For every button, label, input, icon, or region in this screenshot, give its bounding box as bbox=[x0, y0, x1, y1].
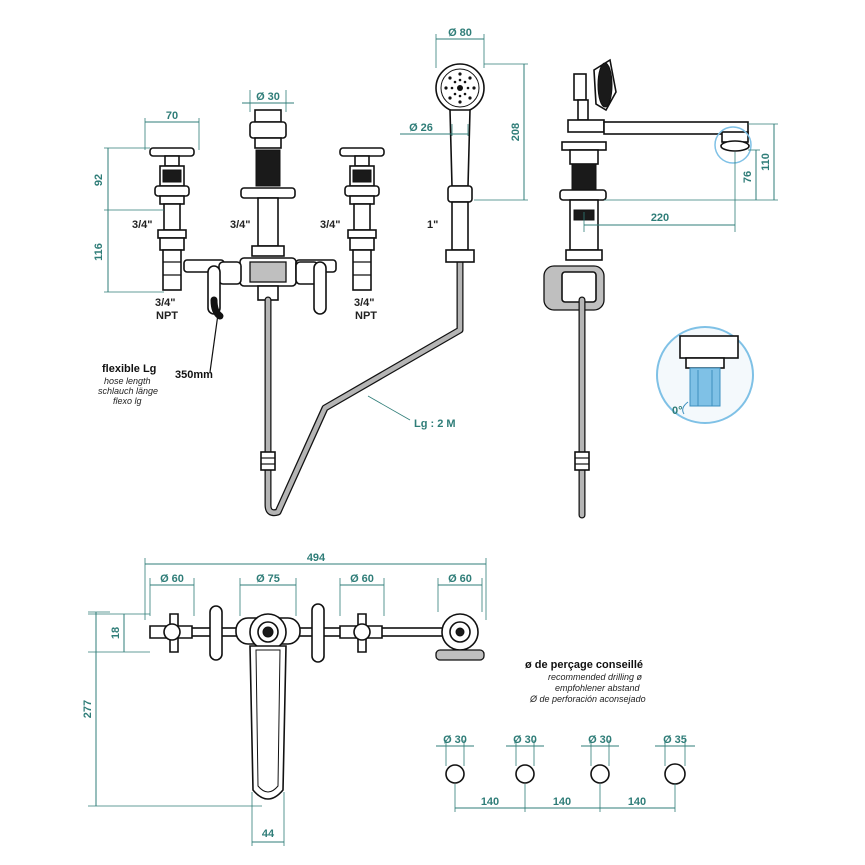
side-elevation: 0° 110 76 220 bbox=[543, 58, 778, 519]
dim-plan-dia-60-b: Ø 60 bbox=[350, 573, 374, 585]
front-elevation: 70 92 116 Ø 30 Ø 80 Ø 26 208 3 bbox=[93, 27, 528, 517]
flexible-hose bbox=[210, 258, 464, 517]
center-diverter bbox=[183, 109, 337, 315]
dim-70: 70 bbox=[166, 110, 178, 122]
label-hose-lg: Lg : 2 M bbox=[414, 418, 456, 430]
flexible-title: flexible Lg bbox=[102, 363, 156, 375]
drilling-de: empfohlener abstand bbox=[555, 683, 641, 693]
label-npt-right: NPT bbox=[355, 310, 377, 322]
label-angle: 0° bbox=[672, 405, 683, 417]
dim-92: 92 bbox=[93, 174, 105, 186]
dim-dia-26: Ø 26 bbox=[409, 122, 433, 134]
plan-spout bbox=[235, 613, 301, 800]
plan-cross-right bbox=[339, 613, 383, 653]
drill-hole-3: Ø 30 bbox=[581, 734, 619, 784]
label-thread-center: 3/4" bbox=[230, 219, 251, 231]
drilling-en: recommended drilling ø bbox=[548, 672, 643, 682]
dim-220: 220 bbox=[651, 212, 669, 224]
drill-dia-4: Ø 35 bbox=[663, 734, 687, 746]
dim-plan-dia-75: Ø 75 bbox=[256, 573, 280, 585]
right-valve bbox=[339, 147, 385, 291]
dim-116: 116 bbox=[93, 243, 105, 261]
front-dimensions: 70 92 116 Ø 30 Ø 80 Ø 26 208 bbox=[93, 27, 528, 293]
label-npt-left: NPT bbox=[156, 310, 178, 322]
drill-hole-4: Ø 35 bbox=[655, 734, 695, 785]
dim-plan-dia-60-a: Ø 60 bbox=[160, 573, 184, 585]
dim-76: 76 bbox=[742, 171, 754, 183]
label-thread-left-top: 3/4" bbox=[132, 219, 153, 231]
drilling-es: Ø de perforación aconsejado bbox=[529, 694, 646, 704]
drill-spacing-3: 140 bbox=[628, 796, 646, 808]
dim-208: 208 bbox=[510, 123, 522, 141]
plan-shower bbox=[435, 613, 485, 661]
drill-spacing-2: 140 bbox=[553, 796, 571, 808]
drill-dia-1: Ø 30 bbox=[443, 734, 467, 746]
dim-18: 18 bbox=[110, 627, 122, 639]
dim-dia-30: Ø 30 bbox=[256, 91, 280, 103]
plan-dimensions: 494 Ø 60 Ø 75 Ø 60 Ø 60 18 277 bbox=[82, 552, 487, 846]
dim-plan-dia-60-c: Ø 60 bbox=[448, 573, 472, 585]
hand-shower bbox=[435, 63, 485, 263]
dim-494: 494 bbox=[307, 552, 326, 564]
spout-detail: 0° bbox=[656, 326, 754, 424]
dim-110: 110 bbox=[760, 153, 772, 171]
plan-view: 494 Ø 60 Ø 75 Ø 60 Ø 60 18 277 bbox=[82, 552, 487, 846]
side-dimensions: 110 76 220 bbox=[583, 123, 778, 232]
label-thread-right-bottom: 3/4" bbox=[354, 297, 375, 309]
left-valve bbox=[149, 147, 195, 291]
flexible-en: hose length bbox=[104, 376, 151, 386]
flexible-es: flexo lg bbox=[113, 396, 142, 406]
drill-hole-2: Ø 30 bbox=[506, 734, 544, 784]
drill-hole-1: Ø 30 bbox=[436, 734, 474, 784]
drill-spacing-1: 140 bbox=[481, 796, 499, 808]
label-350mm: 350mm bbox=[175, 369, 213, 381]
front-labels: 3/4" 3/4" NPT 3/4" 3/4" 3/4" NPT 1" flex… bbox=[98, 219, 456, 430]
dim-44: 44 bbox=[262, 828, 275, 840]
label-thread-left-bottom: 3/4" bbox=[155, 297, 176, 309]
flexible-de: schlauch länge bbox=[98, 386, 158, 396]
drill-dia-3: Ø 30 bbox=[588, 734, 612, 746]
drilling-title: ø de perçage conseillé bbox=[525, 659, 643, 671]
dim-277: 277 bbox=[82, 700, 94, 718]
dim-dia-80: Ø 80 bbox=[448, 27, 472, 39]
label-shower-thread: 1" bbox=[427, 219, 438, 231]
label-thread-right-top: 3/4" bbox=[320, 219, 341, 231]
drill-dia-2: Ø 30 bbox=[513, 734, 537, 746]
drilling-section: ø de perçage conseillé recommended drill… bbox=[436, 659, 695, 812]
plan-cross-left bbox=[149, 613, 193, 653]
